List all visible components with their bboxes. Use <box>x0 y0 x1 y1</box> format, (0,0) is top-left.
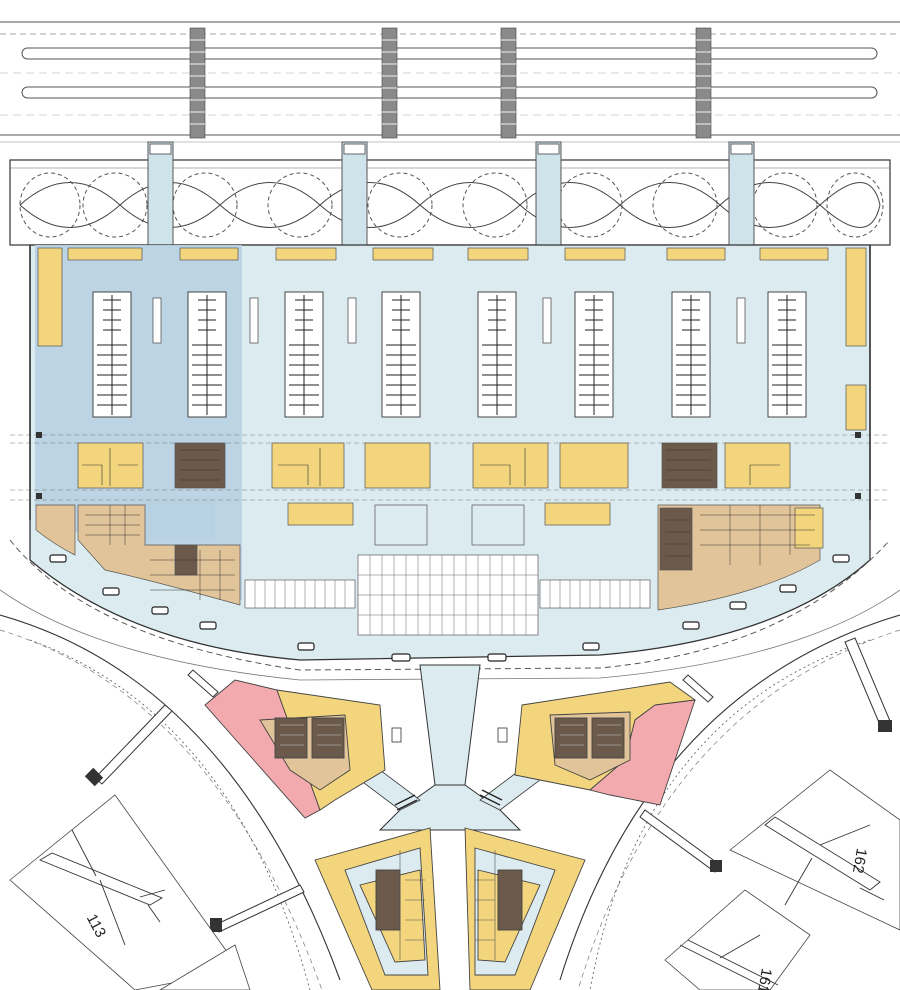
curb-vehicle-markers <box>49 554 850 662</box>
right-pier-block <box>514 681 697 806</box>
stand-number-162: 162 <box>849 847 870 875</box>
boarding-bridges <box>94 637 891 933</box>
facade-retail-units <box>37 247 867 431</box>
left-pier-block <box>204 679 386 819</box>
crossing-stripes <box>190 39 711 125</box>
check-in-islands <box>92 291 807 418</box>
pedestrian-crossings <box>189 27 712 139</box>
stand-number-161: 161 <box>754 967 775 990</box>
lower-left-stand-outline <box>159 944 251 990</box>
back-of-house-wings <box>35 504 824 611</box>
entrance-canopy <box>9 141 891 246</box>
seating-grid-lines <box>254 555 641 635</box>
aircraft-stand-113: 113 <box>9 794 241 990</box>
service-block-partitions <box>82 448 780 486</box>
pier-connector <box>359 664 541 831</box>
service-blocks <box>77 442 791 546</box>
aircraft-stand-161: 161 <box>664 889 811 990</box>
aircraft-stand-162: 162 <box>729 769 900 931</box>
lower-right-pier <box>464 827 586 990</box>
landside-roadways <box>0 21 900 143</box>
apron-taxilane-arcs <box>0 614 900 990</box>
back-of-house-partitions <box>85 505 815 600</box>
lower-left-pier <box>314 827 441 990</box>
entrance-bridges <box>147 141 755 246</box>
